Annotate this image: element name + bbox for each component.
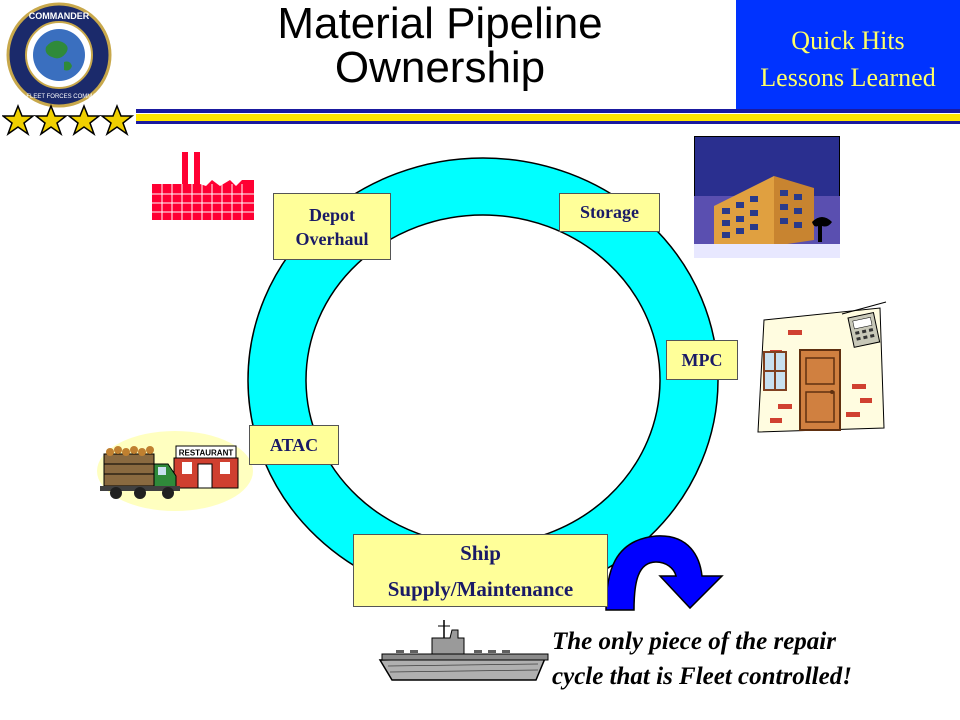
node-ship-supply-maintenance: Ship Supply/Maintenance (353, 534, 608, 607)
header-divider-middle (136, 114, 960, 121)
node-storage: Storage (559, 193, 660, 232)
office-building-icon (694, 136, 840, 258)
node-mpc: MPC (666, 340, 738, 380)
badge-line-1: Quick Hits (791, 26, 905, 55)
quick-hits-badge: Quick Hits Lessons Learned (736, 0, 960, 110)
title-line-1: Material Pipeline (277, 0, 603, 48)
node-depot-overhaul: Depot Overhaul (273, 193, 391, 260)
svg-text:COMMANDER: COMMANDER (29, 11, 90, 21)
node-ship-line-2: Supply/Maintenance (387, 576, 574, 601)
caption-line-2: cycle that is Fleet controlled! (552, 663, 852, 690)
node-atac-label: ATAC (269, 434, 319, 455)
node-depot-line-1: Depot (309, 204, 355, 225)
page-title: Material Pipeline Ownership (180, 2, 700, 90)
truck-restaurant-icon: RESTAURANT (97, 431, 253, 511)
node-depot-line-2: Overhaul (295, 228, 369, 249)
svg-text:U.S. FLEET FORCES COMMAND: U.S. FLEET FORCES COMMAND (13, 94, 106, 100)
title-line-2: Ownership (334, 43, 546, 92)
header-divider-top (136, 109, 960, 113)
node-mpc-label: MPC (681, 349, 723, 370)
header-divider-bottom (136, 121, 960, 124)
node-ship-line-1: Ship (460, 540, 501, 565)
curved-arrow-icon (605, 535, 724, 611)
restaurant-sign-text: RESTAURANT (179, 449, 234, 458)
badge-line-2: Lessons Learned (760, 63, 936, 92)
fleet-controlled-caption: The only piece of the repair cycle that … (552, 624, 952, 694)
node-storage-label: Storage (580, 202, 639, 222)
four-stars-icon (2, 104, 135, 136)
storefront-door-icon (757, 301, 887, 433)
factory-icon (152, 152, 254, 220)
fleet-forces-seal-logo: COMMANDER U.S. FLEET FORCES COMMAND (6, 2, 112, 108)
caption-line-1: The only piece of the repair (552, 628, 836, 655)
aircraft-carrier-icon (378, 620, 549, 681)
node-atac: ATAC (249, 425, 339, 465)
